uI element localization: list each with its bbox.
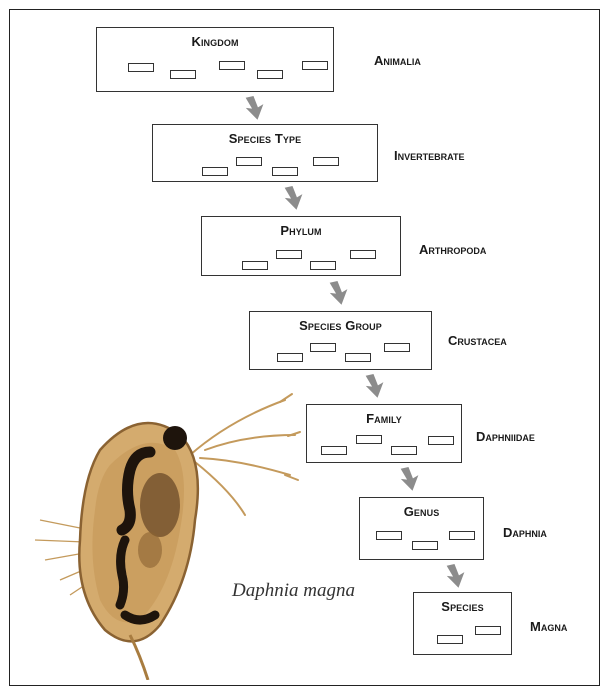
phylum-box: Phylum [201, 216, 401, 276]
phylum-value: Arthropoda [419, 242, 486, 257]
down-arrow-icon [362, 372, 388, 400]
down-arrow-icon [326, 279, 352, 307]
species-caption: Daphnia magna [232, 580, 355, 602]
down-arrow-icon [242, 94, 268, 122]
blank-slot [313, 157, 339, 166]
blank-slot [384, 343, 410, 352]
blank-slot [277, 353, 303, 362]
species-type-title: Species Type [153, 131, 377, 146]
blank-slot [310, 343, 336, 352]
blank-slot [376, 531, 402, 540]
down-arrow-icon [443, 562, 469, 590]
blank-slot [350, 250, 376, 259]
genus-title: Genus [360, 504, 483, 519]
blank-slot [257, 70, 283, 79]
blank-slot [202, 167, 228, 176]
family-title: Family [307, 411, 461, 426]
kingdom-box: Kingdom [96, 27, 334, 92]
blank-slot [449, 531, 475, 540]
blank-slot [412, 541, 438, 550]
species-type-box: Species Type [152, 124, 378, 182]
blank-slot [310, 261, 336, 270]
blank-slot [219, 61, 245, 70]
blank-slot [272, 167, 298, 176]
blank-slot [170, 70, 196, 79]
blank-slot [242, 261, 268, 270]
blank-slot [391, 446, 417, 455]
blank-slot [128, 63, 154, 72]
species-box: Species [413, 592, 512, 655]
blank-slot [437, 635, 463, 644]
species-group-title: Species Group [250, 318, 431, 333]
species-group-box: Species Group [249, 311, 432, 370]
genus-box: Genus [359, 497, 484, 560]
blank-slot [236, 157, 262, 166]
species-title: Species [414, 599, 511, 614]
down-arrow-icon [397, 465, 423, 493]
species-value: Magna [530, 619, 567, 634]
blank-slot [428, 436, 454, 445]
kingdom-title: Kingdom [97, 34, 333, 49]
phylum-title: Phylum [202, 223, 400, 238]
species-type-value: Invertebrate [394, 148, 464, 163]
blank-slot [302, 61, 328, 70]
down-arrow-icon [281, 184, 307, 212]
blank-slot [356, 435, 382, 444]
daphnia-magna-illustration [30, 380, 330, 680]
blank-slot [475, 626, 501, 635]
genus-value: Daphnia [503, 525, 547, 540]
family-value: Daphniidae [476, 429, 535, 444]
blank-slot [276, 250, 302, 259]
kingdom-value: Animalia [374, 53, 421, 68]
species-group-value: Crustacea [448, 333, 507, 348]
blank-slot [345, 353, 371, 362]
